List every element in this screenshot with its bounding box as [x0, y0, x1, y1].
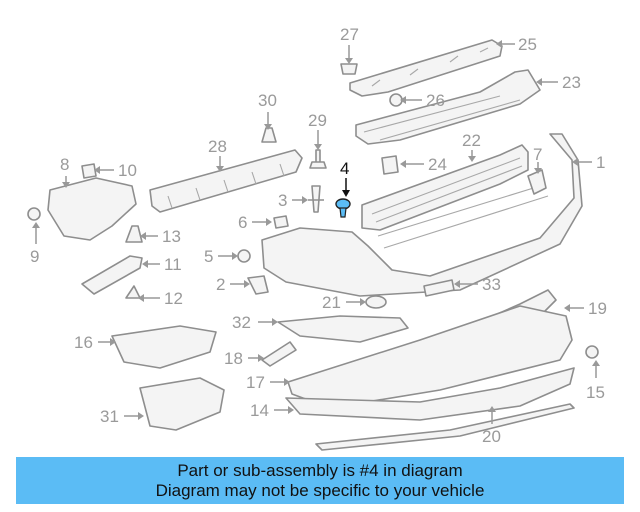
callout-13: 13 [162, 227, 181, 246]
callout-16: 16 [74, 333, 93, 352]
leader-lines [32, 40, 600, 424]
part-24-bolt [381, 155, 399, 175]
callout-32: 32 [232, 313, 251, 332]
part-28-rail-bracket [149, 149, 303, 213]
callout-9: 9 [30, 247, 39, 266]
part-30-retainer [261, 127, 277, 143]
callout-23: 23 [562, 73, 581, 92]
callout-28: 28 [208, 137, 227, 156]
callout-18: 18 [224, 349, 243, 368]
callout-22: 22 [462, 131, 481, 150]
callout-29: 29 [308, 111, 327, 130]
callout-2: 2 [216, 275, 225, 294]
part-3-push-pin [308, 185, 324, 213]
part-8-side-bracket [47, 177, 137, 241]
callout-25: 25 [518, 35, 537, 54]
callout-6: 6 [238, 213, 247, 232]
part-2-clip [247, 275, 269, 295]
callout-27: 27 [340, 25, 359, 44]
part-9-screw [27, 207, 41, 221]
callout-12: 12 [164, 289, 183, 308]
callout-26: 26 [426, 91, 445, 110]
part-27-clip [340, 63, 358, 75]
part-6-clip [273, 215, 289, 229]
part-5-screw [237, 249, 251, 263]
parts-diagram: 27 25 23 30 26 29 28 22 8 10 7 1 24 3 4 … [27, 25, 607, 451]
part-29-push-clip [309, 149, 327, 169]
callout-24: 24 [428, 155, 447, 174]
caption-banner: Part or sub-assembly is #4 in diagram Di… [16, 457, 624, 504]
part-15-clip [585, 345, 599, 359]
part-21-bracket [365, 295, 387, 309]
part-16-side-cover [111, 325, 217, 369]
callout-7: 7 [533, 145, 542, 164]
caption-line-1: Part or sub-assembly is #4 in diagram [177, 460, 463, 480]
callout-33: 33 [482, 275, 501, 294]
part-12-clip [125, 285, 141, 299]
caption-line-2: Diagram may not be specific to your vehi… [155, 480, 485, 500]
part-23-energy-absorber [355, 69, 541, 145]
part-7-bracket [527, 169, 547, 195]
part-4-screw [335, 198, 351, 218]
callout-30: 30 [258, 91, 277, 110]
part-13-clip [125, 225, 143, 243]
part-31-corner-bracket [139, 377, 225, 431]
part-33-reflector [423, 279, 455, 297]
part-20-lower-trim [315, 403, 575, 451]
part-18-bracket [261, 341, 297, 367]
callout-1: 1 [596, 153, 605, 172]
part-11-bracket [81, 255, 143, 295]
callout-11: 11 [164, 255, 182, 274]
callout-20: 20 [482, 427, 501, 446]
callout-17: 17 [246, 373, 265, 392]
part-32-light-housing [277, 315, 409, 343]
part-25-reinforcement-plate [349, 39, 503, 97]
part-14-diffuser [285, 367, 575, 421]
callout-14: 14 [250, 401, 269, 420]
callout-4: 4 [340, 159, 349, 178]
callout-8: 8 [60, 155, 69, 174]
callout-21: 21 [322, 293, 341, 312]
part-10-nut [81, 163, 97, 179]
callout-19: 19 [588, 299, 607, 318]
callout-5: 5 [204, 247, 213, 266]
callout-31: 31 [100, 407, 119, 426]
callout-3: 3 [278, 191, 287, 210]
part-1-bumper-cover [261, 133, 583, 297]
callout-15: 15 [586, 383, 605, 402]
callout-10: 10 [118, 161, 137, 180]
part-22-impact-bar [361, 144, 529, 231]
callout-labels: 27 25 23 30 26 29 28 22 8 10 7 1 24 3 4 … [30, 25, 607, 446]
